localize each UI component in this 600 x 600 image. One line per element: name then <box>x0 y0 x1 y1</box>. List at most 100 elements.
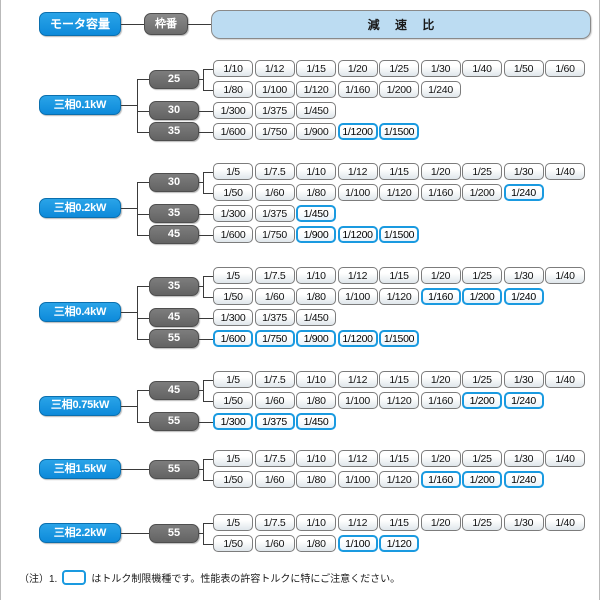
frame-number-box[interactable]: 45 <box>149 308 199 327</box>
ratio-chip[interactable]: 1/30 <box>503 514 544 531</box>
ratio-chip[interactable]: 1/600 <box>213 226 253 243</box>
ratio-chip[interactable]: 1/50 <box>213 288 253 305</box>
ratio-chip[interactable]: 1/12 <box>337 267 378 284</box>
ratio-chip[interactable]: 1/20 <box>420 371 461 388</box>
ratio-chip[interactable]: 1/20 <box>420 163 461 180</box>
ratio-chip[interactable]: 1/12 <box>254 60 295 77</box>
ratio-chip[interactable]: 1/20 <box>420 450 461 467</box>
ratio-chip[interactable]: 1/40 <box>545 371 585 388</box>
ratio-chip-highlighted[interactable]: 1/200 <box>462 471 502 488</box>
frame-number-box[interactable]: 35 <box>149 204 199 223</box>
ratio-chip[interactable]: 1/10 <box>296 267 336 284</box>
ratio-chip-highlighted[interactable]: 1/200 <box>462 288 502 305</box>
ratio-chip[interactable]: 1/20 <box>337 60 378 77</box>
ratio-chip[interactable]: 1/10 <box>296 450 336 467</box>
motor-capacity-box[interactable]: 三相0.4kW <box>39 302 121 323</box>
ratio-chip[interactable]: 1/60 <box>254 535 295 552</box>
ratio-chip[interactable]: 1/300 <box>213 309 253 326</box>
ratio-chip[interactable]: 1/7.5 <box>254 450 295 467</box>
ratio-chip[interactable]: 1/10 <box>296 163 336 180</box>
ratio-chip[interactable]: 1/120 <box>379 392 419 409</box>
frame-number-box[interactable]: 35 <box>149 122 199 141</box>
motor-capacity-box[interactable]: 三相0.75kW <box>39 395 121 416</box>
frame-number-box[interactable]: 30 <box>149 101 199 120</box>
ratio-chip[interactable]: 1/375 <box>254 309 295 326</box>
ratio-chip[interactable]: 1/30 <box>503 371 544 388</box>
ratio-chip[interactable]: 1/80 <box>296 392 336 409</box>
ratio-chip[interactable]: 1/300 <box>213 205 253 222</box>
ratio-chip[interactable]: 1/25 <box>462 163 502 180</box>
ratio-chip[interactable]: 1/7.5 <box>254 371 295 388</box>
ratio-chip[interactable]: 1/25 <box>462 450 502 467</box>
ratio-chip[interactable]: 1/450 <box>296 309 336 326</box>
ratio-chip[interactable]: 1/30 <box>503 450 544 467</box>
ratio-chip[interactable]: 1/5 <box>213 267 253 284</box>
ratio-chip[interactable]: 1/750 <box>254 123 295 140</box>
ratio-chip[interactable]: 1/5 <box>213 163 253 180</box>
ratio-chip[interactable]: 1/12 <box>337 163 378 180</box>
ratio-chip[interactable]: 1/15 <box>296 60 336 77</box>
ratio-chip[interactable]: 1/80 <box>296 184 336 201</box>
ratio-chip[interactable]: 1/15 <box>379 450 419 467</box>
ratio-chip[interactable]: 1/100 <box>337 184 378 201</box>
ratio-chip[interactable]: 1/30 <box>503 267 544 284</box>
ratio-chip[interactable]: 1/25 <box>379 60 419 77</box>
ratio-chip[interactable]: 1/30 <box>420 60 461 77</box>
ratio-chip[interactable]: 1/50 <box>213 184 253 201</box>
ratio-chip[interactable]: 1/100 <box>254 81 295 98</box>
ratio-chip[interactable]: 1/15 <box>379 267 419 284</box>
ratio-chip[interactable]: 1/60 <box>254 392 295 409</box>
ratio-chip[interactable]: 1/80 <box>296 535 336 552</box>
ratio-chip[interactable]: 1/15 <box>379 371 419 388</box>
ratio-chip[interactable]: 1/25 <box>462 267 502 284</box>
ratio-chip-highlighted[interactable]: 1/450 <box>296 413 336 430</box>
ratio-chip[interactable]: 1/60 <box>254 184 295 201</box>
ratio-chip[interactable]: 1/15 <box>379 163 419 180</box>
ratio-chip[interactable]: 1/10 <box>296 371 336 388</box>
ratio-chip[interactable]: 1/40 <box>462 60 502 77</box>
ratio-chip-highlighted[interactable]: 1/160 <box>420 288 461 305</box>
ratio-chip-highlighted[interactable]: 1/240 <box>503 471 544 488</box>
frame-number-box[interactable]: 45 <box>149 225 199 244</box>
frame-number-box[interactable]: 55 <box>149 459 199 479</box>
motor-capacity-box[interactable]: 三相1.5kW <box>39 459 121 479</box>
ratio-chip[interactable]: 1/15 <box>379 514 419 531</box>
ratio-chip[interactable]: 1/40 <box>545 267 585 284</box>
ratio-chip[interactable]: 1/12 <box>337 514 378 531</box>
ratio-chip[interactable]: 1/120 <box>379 471 419 488</box>
ratio-chip[interactable]: 1/60 <box>254 471 295 488</box>
ratio-chip[interactable]: 1/160 <box>420 184 461 201</box>
ratio-chip[interactable]: 1/750 <box>254 226 295 243</box>
motor-capacity-box[interactable]: 三相0.1kW <box>39 95 121 116</box>
frame-number-box[interactable]: 55 <box>149 329 199 348</box>
ratio-chip[interactable]: 1/5 <box>213 514 253 531</box>
ratio-chip-highlighted[interactable]: 1/300 <box>213 413 253 430</box>
ratio-chip[interactable]: 1/40 <box>545 163 585 180</box>
ratio-chip[interactable]: 1/80 <box>296 288 336 305</box>
ratio-chip[interactable]: 1/60 <box>254 288 295 305</box>
ratio-chip[interactable]: 1/7.5 <box>254 163 295 180</box>
ratio-chip[interactable]: 1/5 <box>213 450 253 467</box>
ratio-chip[interactable]: 1/10 <box>213 60 253 77</box>
ratio-chip-highlighted[interactable]: 1/1500 <box>379 226 419 243</box>
ratio-chip-highlighted[interactable]: 1/750 <box>254 330 295 347</box>
ratio-chip-highlighted[interactable]: 1/1200 <box>337 330 378 347</box>
ratio-chip[interactable]: 1/10 <box>296 514 336 531</box>
ratio-chip-highlighted[interactable]: 1/100 <box>337 535 378 552</box>
ratio-chip[interactable]: 1/80 <box>296 471 336 488</box>
ratio-chip[interactable]: 1/200 <box>379 81 419 98</box>
ratio-chip[interactable]: 1/25 <box>462 371 502 388</box>
ratio-chip[interactable]: 1/50 <box>213 535 253 552</box>
ratio-chip[interactable]: 1/450 <box>296 102 336 119</box>
ratio-chip[interactable]: 1/40 <box>545 514 585 531</box>
frame-number-box[interactable]: 55 <box>149 412 199 431</box>
ratio-chip[interactable]: 1/160 <box>420 392 461 409</box>
ratio-chip[interactable]: 1/40 <box>545 450 585 467</box>
ratio-chip[interactable]: 1/50 <box>503 60 544 77</box>
ratio-chip[interactable]: 1/50 <box>213 392 253 409</box>
ratio-chip[interactable]: 1/25 <box>462 514 502 531</box>
ratio-chip-highlighted[interactable]: 1/240 <box>503 392 544 409</box>
ratio-chip-highlighted[interactable]: 1/1200 <box>337 226 378 243</box>
ratio-chip-highlighted[interactable]: 1/1500 <box>379 123 419 140</box>
ratio-chip[interactable]: 1/120 <box>296 81 336 98</box>
